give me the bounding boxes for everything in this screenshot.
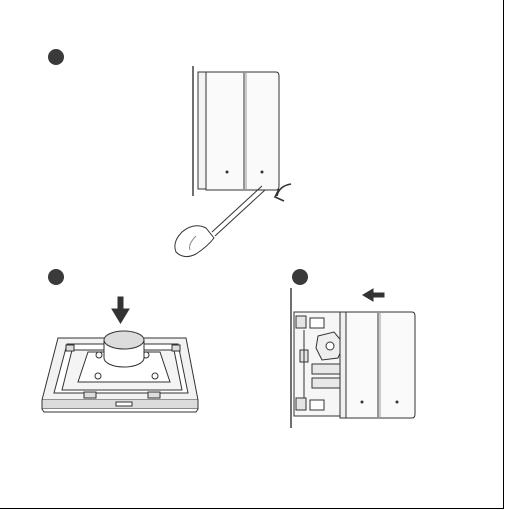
step-2-illustration — [42, 297, 198, 412]
step-1-illustration — [175, 66, 291, 257]
step-3-illustration — [291, 288, 415, 428]
